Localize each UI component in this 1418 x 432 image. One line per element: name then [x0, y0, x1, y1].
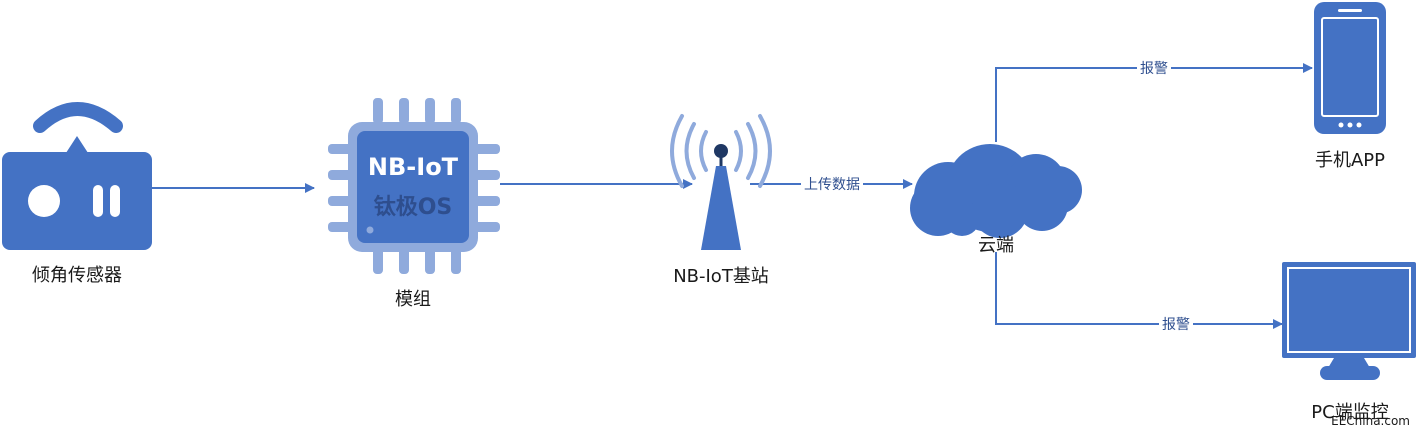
monitor-icon [1282, 262, 1416, 380]
base-station-icon [670, 114, 772, 250]
label-cloud: 云端 [978, 235, 1014, 256]
edge-label-upload: 上传数据 [801, 174, 863, 194]
label-base-station: NB-IoT基站 [673, 266, 769, 287]
edge-label-alarm-phone: 报警 [1137, 58, 1171, 78]
cloud-icon [910, 144, 1082, 238]
phone-icon [1314, 2, 1386, 134]
edge-cloud-to-phone [995, 63, 1313, 142]
label-pc-monitor: PC端监控 [1311, 402, 1389, 423]
edge-cloud-to-pc [995, 252, 1283, 329]
edge-label-alarm-pc: 报警 [1159, 314, 1193, 334]
watermark-text: EEChina.com [1331, 414, 1410, 428]
chip-line1: NB-IoT [368, 153, 459, 181]
tilt-sensor-icon [2, 102, 152, 250]
chip-line2: 钛极OS [374, 194, 453, 220]
nb-iot-chip-icon: NB-IoT 钛极OS [328, 98, 500, 274]
label-phone-app: 手机APP [1314, 150, 1386, 171]
label-tilt-sensor: 倾角传感器 [32, 265, 122, 286]
label-module: 模组 [395, 289, 431, 310]
